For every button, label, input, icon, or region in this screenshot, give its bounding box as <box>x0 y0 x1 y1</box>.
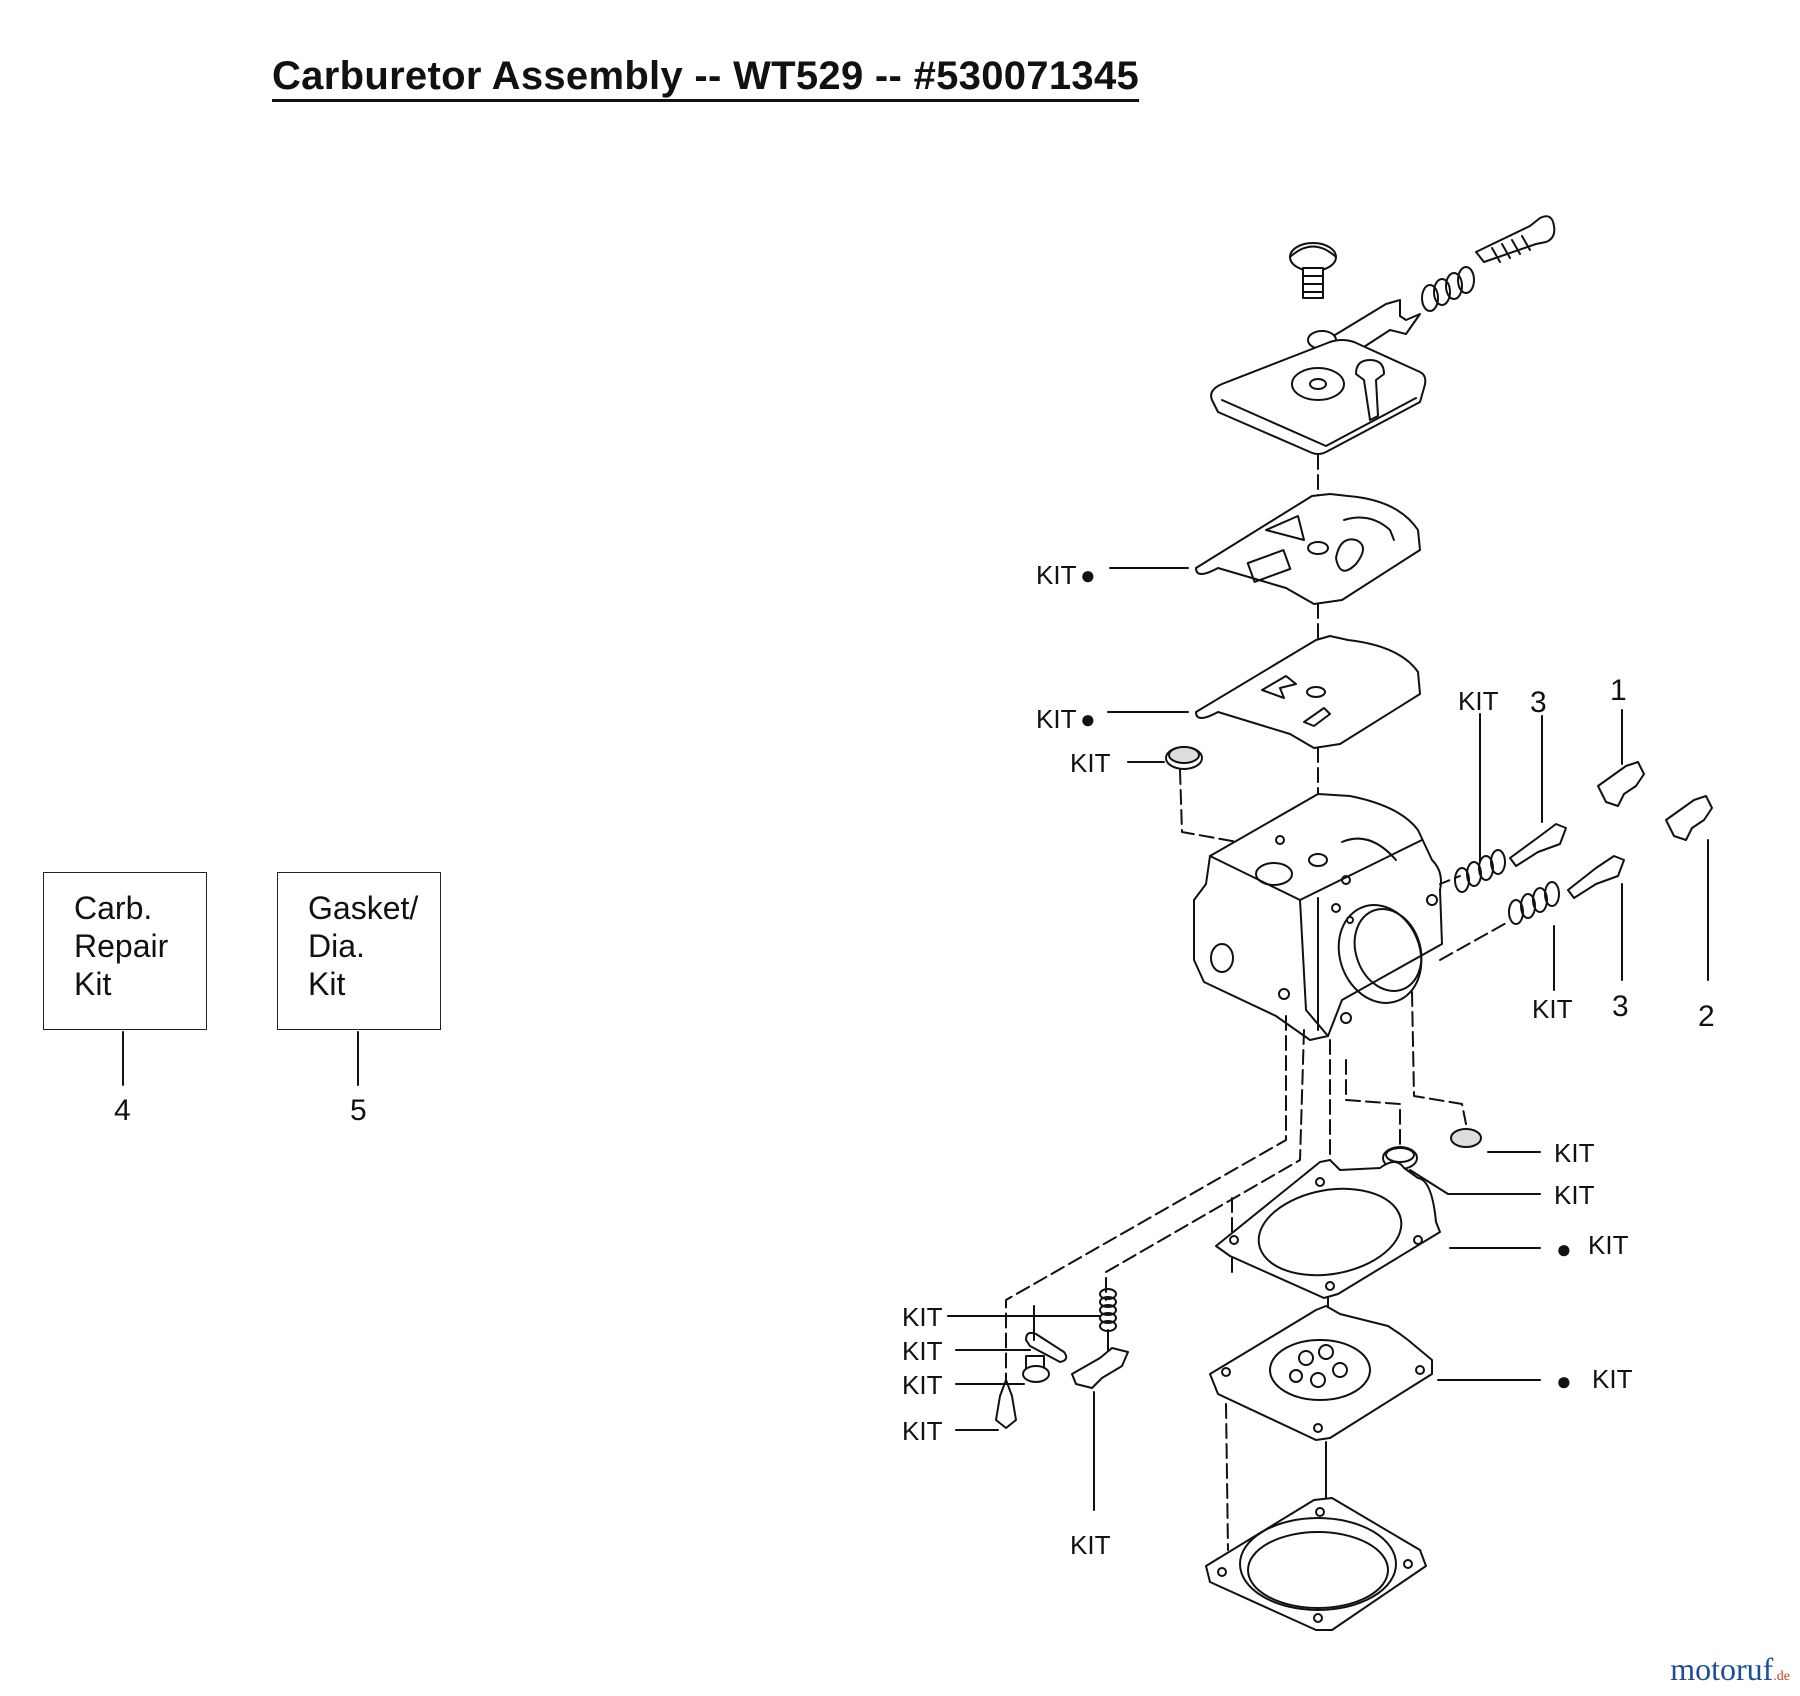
watermark-tld: .de <box>1773 1669 1790 1684</box>
label-kit-metering-lever: KIT <box>1070 1530 1111 1560</box>
kit-labels: KIT ● KIT ● KIT KIT 3 1 KIT 3 2 KIT KIT … <box>114 560 1715 1560</box>
label-num-5: 5 <box>350 1094 367 1127</box>
label-kit-inlet-screen: KIT <box>1070 748 1111 778</box>
label-bullet-metering-gasket: ● <box>1556 1234 1572 1264</box>
label-num-4: 4 <box>114 1094 131 1127</box>
high-speed-spring <box>1454 849 1506 893</box>
gasket-dia-kit-line-1: Gasket/ <box>308 890 419 926</box>
label-bullet-pump-diaphragm: ● <box>1080 560 1096 590</box>
needle-spring <box>1421 266 1475 312</box>
label-num-1: 1 <box>1610 674 1627 707</box>
label-kit-metering-gasket: KIT <box>1588 1230 1629 1260</box>
gasket-dia-kit-line-2: Dia. <box>308 928 365 964</box>
label-kit-metering-diaphragm: KIT <box>1592 1364 1633 1394</box>
pump-diaphragm <box>1195 493 1421 605</box>
pump-gasket <box>1195 635 1421 749</box>
label-kit-lever-spring: KIT <box>902 1302 943 1332</box>
low-speed-needle <box>1567 855 1625 899</box>
carb-repair-kit-line-1: Carb. <box>74 890 153 926</box>
diagram-title: Carburetor Assembly -- WT529 -- #5300713… <box>272 54 1140 98</box>
high-speed-needle <box>1509 823 1567 867</box>
carb-repair-kit-box: Carb. Repair Kit <box>43 872 207 1030</box>
carb-repair-kit-line-2: Repair <box>74 928 169 964</box>
label-kit-pump-diaphragm: KIT <box>1036 560 1077 590</box>
needle-axis-lower <box>1439 921 1509 961</box>
lever-pin <box>1025 1331 1068 1363</box>
carb-repair-kit-line-3: Kit <box>74 966 112 1002</box>
metering-lever <box>1071 1347 1129 1389</box>
guide-screen <box>1411 991 1467 1125</box>
top-screw <box>1289 242 1337 299</box>
guide-inlet-needle <box>1005 1015 1287 1421</box>
gasket-dia-kit-box: Gasket/ Dia. Kit <box>277 872 441 1030</box>
low-speed-spring <box>1508 881 1560 925</box>
pump-cover <box>1210 339 1427 455</box>
label-kit-lever-screw: KIT <box>902 1370 943 1400</box>
label-kit-lever-pin: KIT <box>902 1336 943 1366</box>
metering-cover <box>1205 1497 1427 1631</box>
label-kit-main-screen: KIT <box>1554 1138 1595 1168</box>
main-screen <box>1450 1128 1482 1148</box>
guide-lever-spring <box>1105 1029 1305 1301</box>
idle-adjust-needle <box>1475 215 1556 263</box>
inlet-needle <box>995 1379 1017 1429</box>
label-kit-pump-gasket: KIT <box>1036 704 1077 734</box>
guide-welch-plug <box>1345 1059 1401 1157</box>
label-kit-ls-spring: KIT <box>1532 994 1573 1024</box>
label-bullet-metering-diaphragm: ● <box>1556 1366 1572 1396</box>
metering-diaphragm <box>1209 1305 1433 1441</box>
label-kit-welch-plug: KIT <box>1554 1180 1595 1210</box>
guide-left-cover <box>1225 1403 1229 1551</box>
inlet-screen <box>1165 746 1203 770</box>
lever-spring <box>1099 1288 1117 1332</box>
metering-gasket <box>1215 1159 1441 1299</box>
label-kit-hs-spring: KIT <box>1458 686 1499 716</box>
label-bullet-pump-gasket: ● <box>1080 704 1096 734</box>
leader-welch-plug <box>1409 1169 1541 1195</box>
watermark-brand: motoruf <box>1670 1651 1774 1687</box>
label-num-3-upper: 3 <box>1530 686 1547 719</box>
label-num-3-lower: 3 <box>1612 990 1629 1023</box>
label-kit-inlet-needle: KIT <box>902 1416 943 1446</box>
carburetor-body <box>1193 793 1443 1041</box>
watermark-logo: motoruf.de <box>1670 1651 1790 1688</box>
needle-axis-upper <box>1439 875 1461 885</box>
lever-screw <box>1022 1355 1050 1383</box>
limiter-cap-1 <box>1597 761 1645 807</box>
limiter-cap-2 <box>1665 795 1713 841</box>
label-num-2: 2 <box>1698 1000 1715 1033</box>
gasket-dia-kit-line-3: Kit <box>308 966 346 1002</box>
